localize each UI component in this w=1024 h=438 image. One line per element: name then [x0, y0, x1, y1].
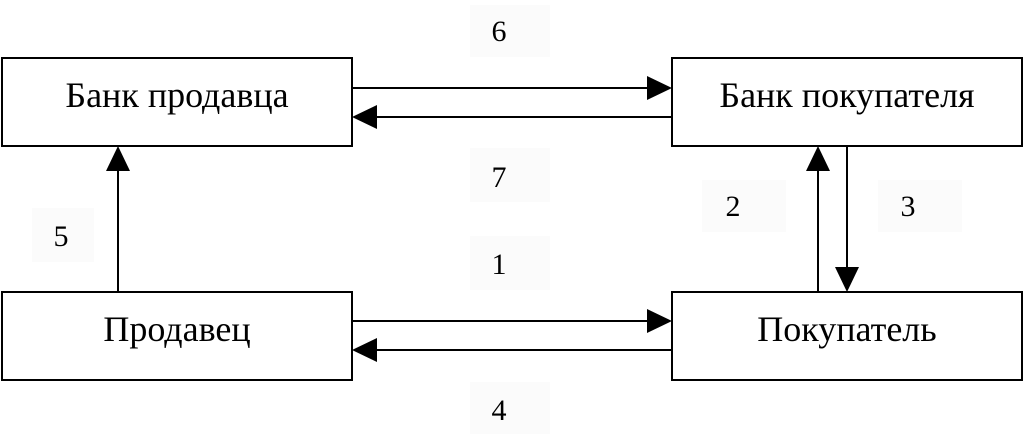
label-2-bg	[702, 180, 786, 232]
buyer-label: Покупатель	[757, 309, 936, 349]
label-5: 5	[32, 208, 94, 262]
arrow-7-head	[352, 105, 377, 129]
seller-label: Продавец	[103, 309, 250, 349]
arrow-5-head	[106, 146, 130, 171]
buyer-bank-box: Банк покупателя	[671, 57, 1023, 147]
label-3-bg	[878, 180, 962, 232]
buyer-box-frame	[671, 291, 1023, 381]
label-7-bg	[470, 148, 550, 202]
arrow-3	[835, 146, 859, 292]
seller-box: Продавец	[1, 291, 353, 381]
arrow-label-4: 4	[492, 394, 507, 427]
arrow-label-2: 2	[726, 190, 741, 223]
arrow-7	[352, 105, 672, 129]
label-2: 2	[702, 180, 786, 232]
arrow-6	[352, 76, 672, 100]
arrow-3-head	[835, 267, 859, 292]
label-5-bg	[32, 208, 94, 262]
buyer-bank-box-frame	[671, 57, 1023, 147]
buyer-bank-label: Банк покупателя	[719, 75, 974, 115]
seller-bank-box: Банк продавца	[1, 57, 353, 147]
arrow-label-1: 1	[492, 248, 507, 281]
seller-box-frame	[1, 291, 353, 381]
arrow-4	[352, 338, 672, 362]
arrow-4-head	[352, 338, 377, 362]
arrow-6-head	[647, 76, 672, 100]
arrow-2-head	[806, 146, 830, 171]
arrow-label-3: 3	[901, 190, 916, 223]
arrow-5	[106, 146, 130, 292]
label-6-bg	[470, 5, 550, 57]
label-1-bg	[470, 236, 550, 290]
label-3: 3	[878, 180, 962, 232]
arrow-1-head	[647, 309, 672, 333]
arrow-label-5: 5	[54, 220, 69, 253]
label-1: 1	[470, 236, 550, 290]
label-4: 4	[470, 382, 550, 434]
arrow-label-6: 6	[492, 15, 507, 48]
seller-bank-box-frame	[1, 57, 353, 147]
arrow-label-7: 7	[492, 161, 507, 194]
arrow-2	[806, 146, 830, 292]
label-6: 6	[470, 5, 550, 57]
seller-bank-label: Банк продавца	[65, 75, 288, 115]
label-4-bg	[470, 382, 550, 434]
buyer-box: Покупатель	[671, 291, 1023, 381]
arrow-1	[352, 309, 672, 333]
label-7: 7	[470, 148, 550, 202]
